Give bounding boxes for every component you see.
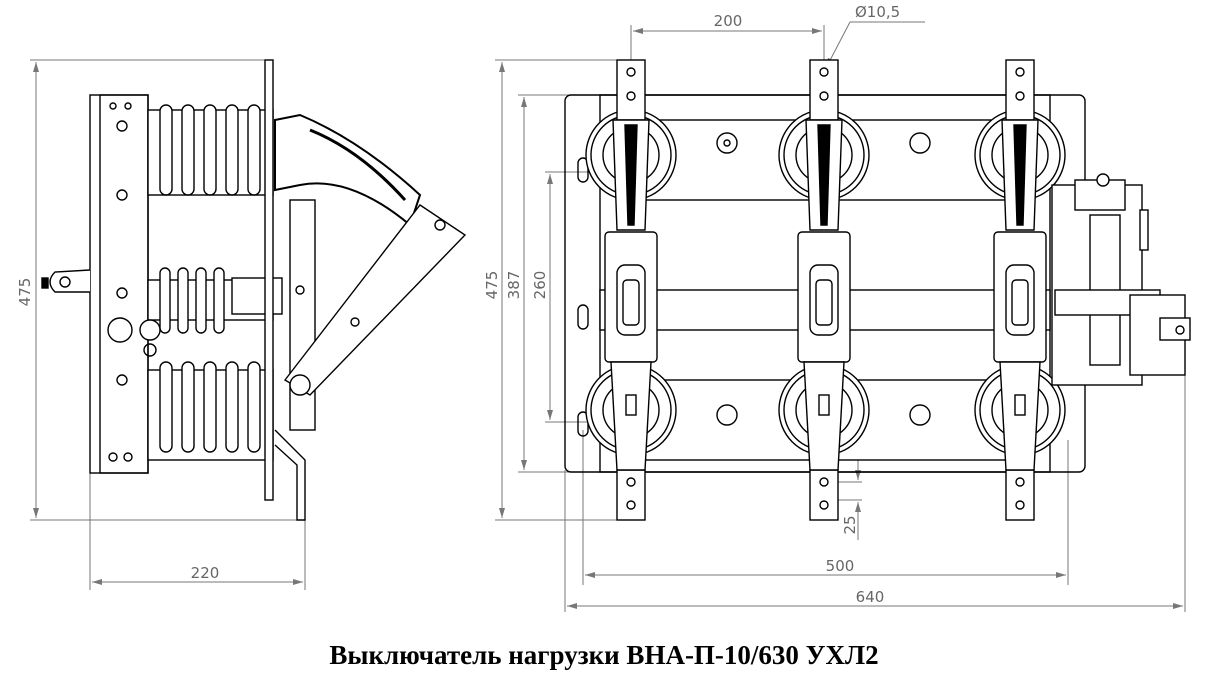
front-dim-mount-width: 500 [826,557,855,575]
front-dim-height-total: 475 [483,271,501,300]
drive-mechanism [1051,173,1191,386]
side-insulator-middle [147,267,283,334]
front-dim-hole-spacing: 25 [841,515,859,534]
side-base-plate [89,94,149,474]
front-dim-phase-pitch: 200 [714,12,743,30]
front-dim-hole-diameter: Ø10,5 [855,3,900,21]
front-dim-height-mount: 260 [531,271,549,300]
side-insulator-top [147,104,274,196]
front-dim-total-width: 640 [856,588,885,606]
front-dimension-lines [495,21,1186,612]
phase-pole-1 [585,59,677,521]
side-view [30,59,467,590]
phase-pole-2 [778,59,870,521]
side-dim-depth: 220 [191,564,220,582]
side-dim-height: 475 [16,278,34,307]
drawing-title: Выключатель нагрузки ВНА-П-10/630 УХЛ2 [329,640,879,670]
side-dimension-lines [30,59,306,590]
phases [585,59,1066,521]
phase-pole-3 [974,59,1066,521]
front-dim-height-frame: 387 [505,271,523,300]
side-insulator-bottom [147,361,274,461]
